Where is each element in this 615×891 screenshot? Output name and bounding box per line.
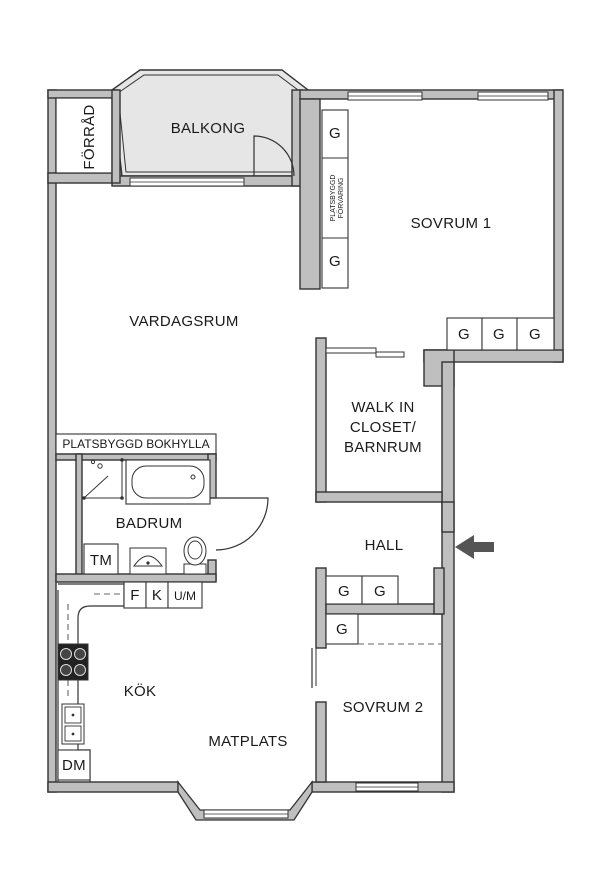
wardrobe-label-s1-c: G (529, 326, 541, 343)
kitchen (57, 581, 203, 782)
balcony-door (253, 135, 295, 177)
sink-icon (129, 547, 167, 575)
wardrobe-label-hall-b: G (374, 583, 386, 600)
oven-microwave-label: U/M (174, 589, 196, 603)
room-label-forrad: FÖRRÅD (80, 104, 98, 169)
windows (129, 91, 549, 819)
wardrobe-label-s2: G (336, 621, 348, 638)
room-label-hall: HALL (365, 537, 404, 554)
bookshelf-label: PLATSBYGGD BOKHYLLA (62, 437, 209, 451)
room-label-badrum: BADRUM (116, 515, 183, 532)
wardrobe-label-storage-bottom: G (329, 253, 341, 270)
room-label-matplats: MATPLATS (208, 733, 287, 750)
dishwasher-label: DM (62, 757, 86, 774)
wardrobe-label-hall-a: G (338, 583, 350, 600)
walkin-walls (315, 337, 443, 503)
storage-label-2: FÖRVARING (337, 178, 345, 219)
fridge-label: K (152, 587, 162, 604)
stove-icon (57, 643, 89, 681)
sovrum1-wardrobes (446, 317, 555, 351)
tm-label: TM (90, 552, 112, 569)
room-label-kok: KÖK (124, 682, 157, 700)
room-label-sovrum2: SOVRUM 2 (343, 699, 424, 716)
room-label-sovrum1: SOVRUM 1 (411, 215, 492, 232)
freezer-label: F (130, 587, 139, 604)
wardrobe-label-s1-a: G (458, 326, 470, 343)
toilet-icon (183, 536, 207, 575)
room-label-walkin-2: CLOSET/ (350, 419, 417, 436)
bathtub-icon (125, 459, 211, 505)
bathroom (55, 453, 269, 583)
wardrobe-label-s1-b: G (493, 326, 505, 343)
room-label-walkin-3: BARNRUM (344, 439, 422, 456)
interior-walls (311, 501, 455, 783)
wardrobe-label-storage-top: G (329, 125, 341, 142)
room-label-walkin-1: WALK IN (351, 399, 414, 416)
built-in-storage (321, 109, 349, 289)
entrance-arrow-icon (455, 535, 494, 559)
storage-label-1: PLATSBYGGD (330, 175, 337, 222)
room-label-vardagsrum: VARDAGSRUM (129, 313, 238, 330)
room-label-balkong: BALKONG (171, 120, 246, 137)
sink-icon (61, 703, 85, 745)
